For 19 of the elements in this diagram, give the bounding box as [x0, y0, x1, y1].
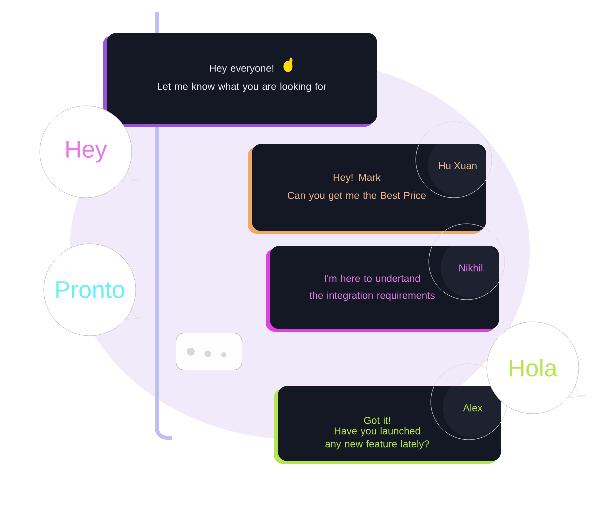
name-tag: Alex [463, 404, 483, 412]
message-bubble [248, 122, 492, 234]
message-text: the integration requirements [310, 292, 435, 302]
message-text: Can you get me the Best Price [288, 192, 426, 202]
message-text: Got it! [364, 416, 390, 424]
message-text: Let me know what you are looking for [158, 82, 327, 92]
typing-indicator [176, 333, 242, 370]
message-text: Hey everyone! [210, 65, 274, 74]
speech-bubble: Pronto [44, 244, 144, 336]
message-text: Hey! Mark [334, 174, 381, 184]
speech-bubble: Hola [486, 322, 586, 414]
message-text: I'm here to undertand [325, 274, 420, 282]
name-tag: Hu Xuan [439, 162, 477, 170]
message-bubble [266, 224, 506, 332]
speech-bubble: Hey [40, 106, 140, 198]
message-bubble [274, 364, 508, 464]
message-text: Have you launched any new feature lately? [326, 427, 430, 450]
message-bubble [103, 33, 378, 127]
name-tag: Nikhil [460, 264, 483, 272]
